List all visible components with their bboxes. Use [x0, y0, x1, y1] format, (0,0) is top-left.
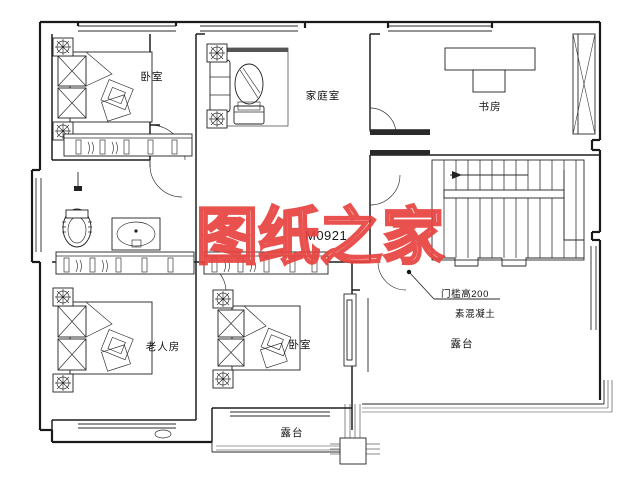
watermark: 图纸之家: [195, 202, 445, 273]
furniture-bedroom-bottom: [203, 251, 329, 389]
annotation-leader: [406, 269, 500, 300]
terrace-slab-edge: [211, 380, 613, 453]
room-label-study: 书房: [479, 100, 502, 113]
structural-column: [330, 404, 380, 465]
room-label-bedroom-top-left: 卧室: [141, 70, 164, 83]
staircase: [431, 159, 585, 267]
annotations: 门槛高200 素混凝土: [441, 288, 495, 320]
room-label-family-room: 家庭室: [306, 89, 341, 102]
furniture-elderly-room: [52, 251, 195, 439]
watermark-text: 图纸之家: [196, 203, 444, 272]
furniture-family-room: [206, 43, 289, 129]
windows: [35, 22, 597, 429]
room-label-bedroom-bottom: 卧室: [289, 338, 312, 351]
furniture-bedroom-top-left: [52, 37, 193, 157]
furniture-bathroom: [62, 172, 161, 251]
furniture-study: [444, 47, 536, 93]
room-label-terrace-bottom: 露台: [281, 426, 304, 439]
plan-code-label: M0921: [305, 228, 347, 243]
room-labels: 卧室 家庭室 书房 老人房 卧室 露台 露台: [141, 70, 502, 439]
room-label-elderly-room: 老人房: [146, 340, 181, 353]
annotation-plain-concrete: 素混凝土: [455, 308, 495, 320]
room-label-terrace-right: 露台: [451, 337, 474, 350]
annotation-threshold-height: 门槛高200: [441, 288, 489, 300]
building-outline: [30, 20, 602, 444]
